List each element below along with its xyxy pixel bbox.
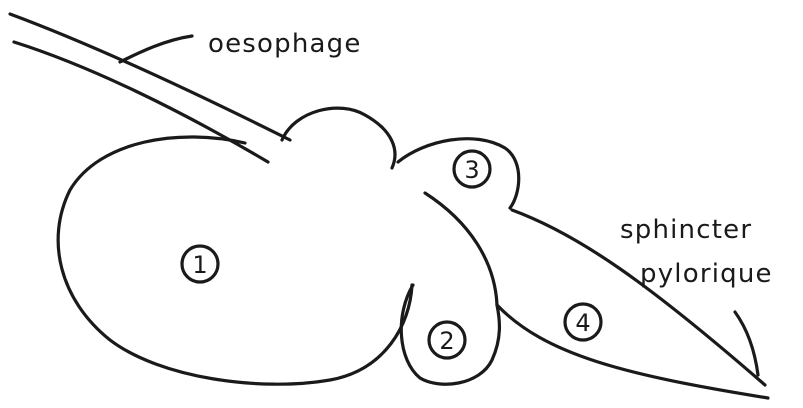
compartment-1-outline	[58, 137, 412, 384]
compartment-4-inner-curve	[425, 193, 497, 305]
sphincter-label-line-1: sphincter	[620, 215, 752, 245]
upper-bulge-outline	[282, 108, 395, 168]
compartment-2-marker: 2	[429, 322, 465, 358]
sphincter-label-line-2: pylorique	[640, 259, 773, 289]
oesophagus-label: oesophage	[208, 29, 362, 59]
compartment-2-number: 2	[439, 327, 454, 355]
sphincter-leader-line	[735, 312, 758, 375]
compartment-3-number: 3	[464, 156, 479, 184]
compartment-1-marker: 1	[182, 246, 218, 282]
compartment-4-number: 4	[575, 309, 590, 337]
compartment-1-number: 1	[192, 251, 207, 279]
compartment-3-marker: 3	[454, 151, 490, 187]
oesophagus-leader-line	[120, 36, 192, 62]
compartment-4-marker: 4	[565, 304, 601, 340]
compartment-3-outline	[398, 139, 519, 208]
